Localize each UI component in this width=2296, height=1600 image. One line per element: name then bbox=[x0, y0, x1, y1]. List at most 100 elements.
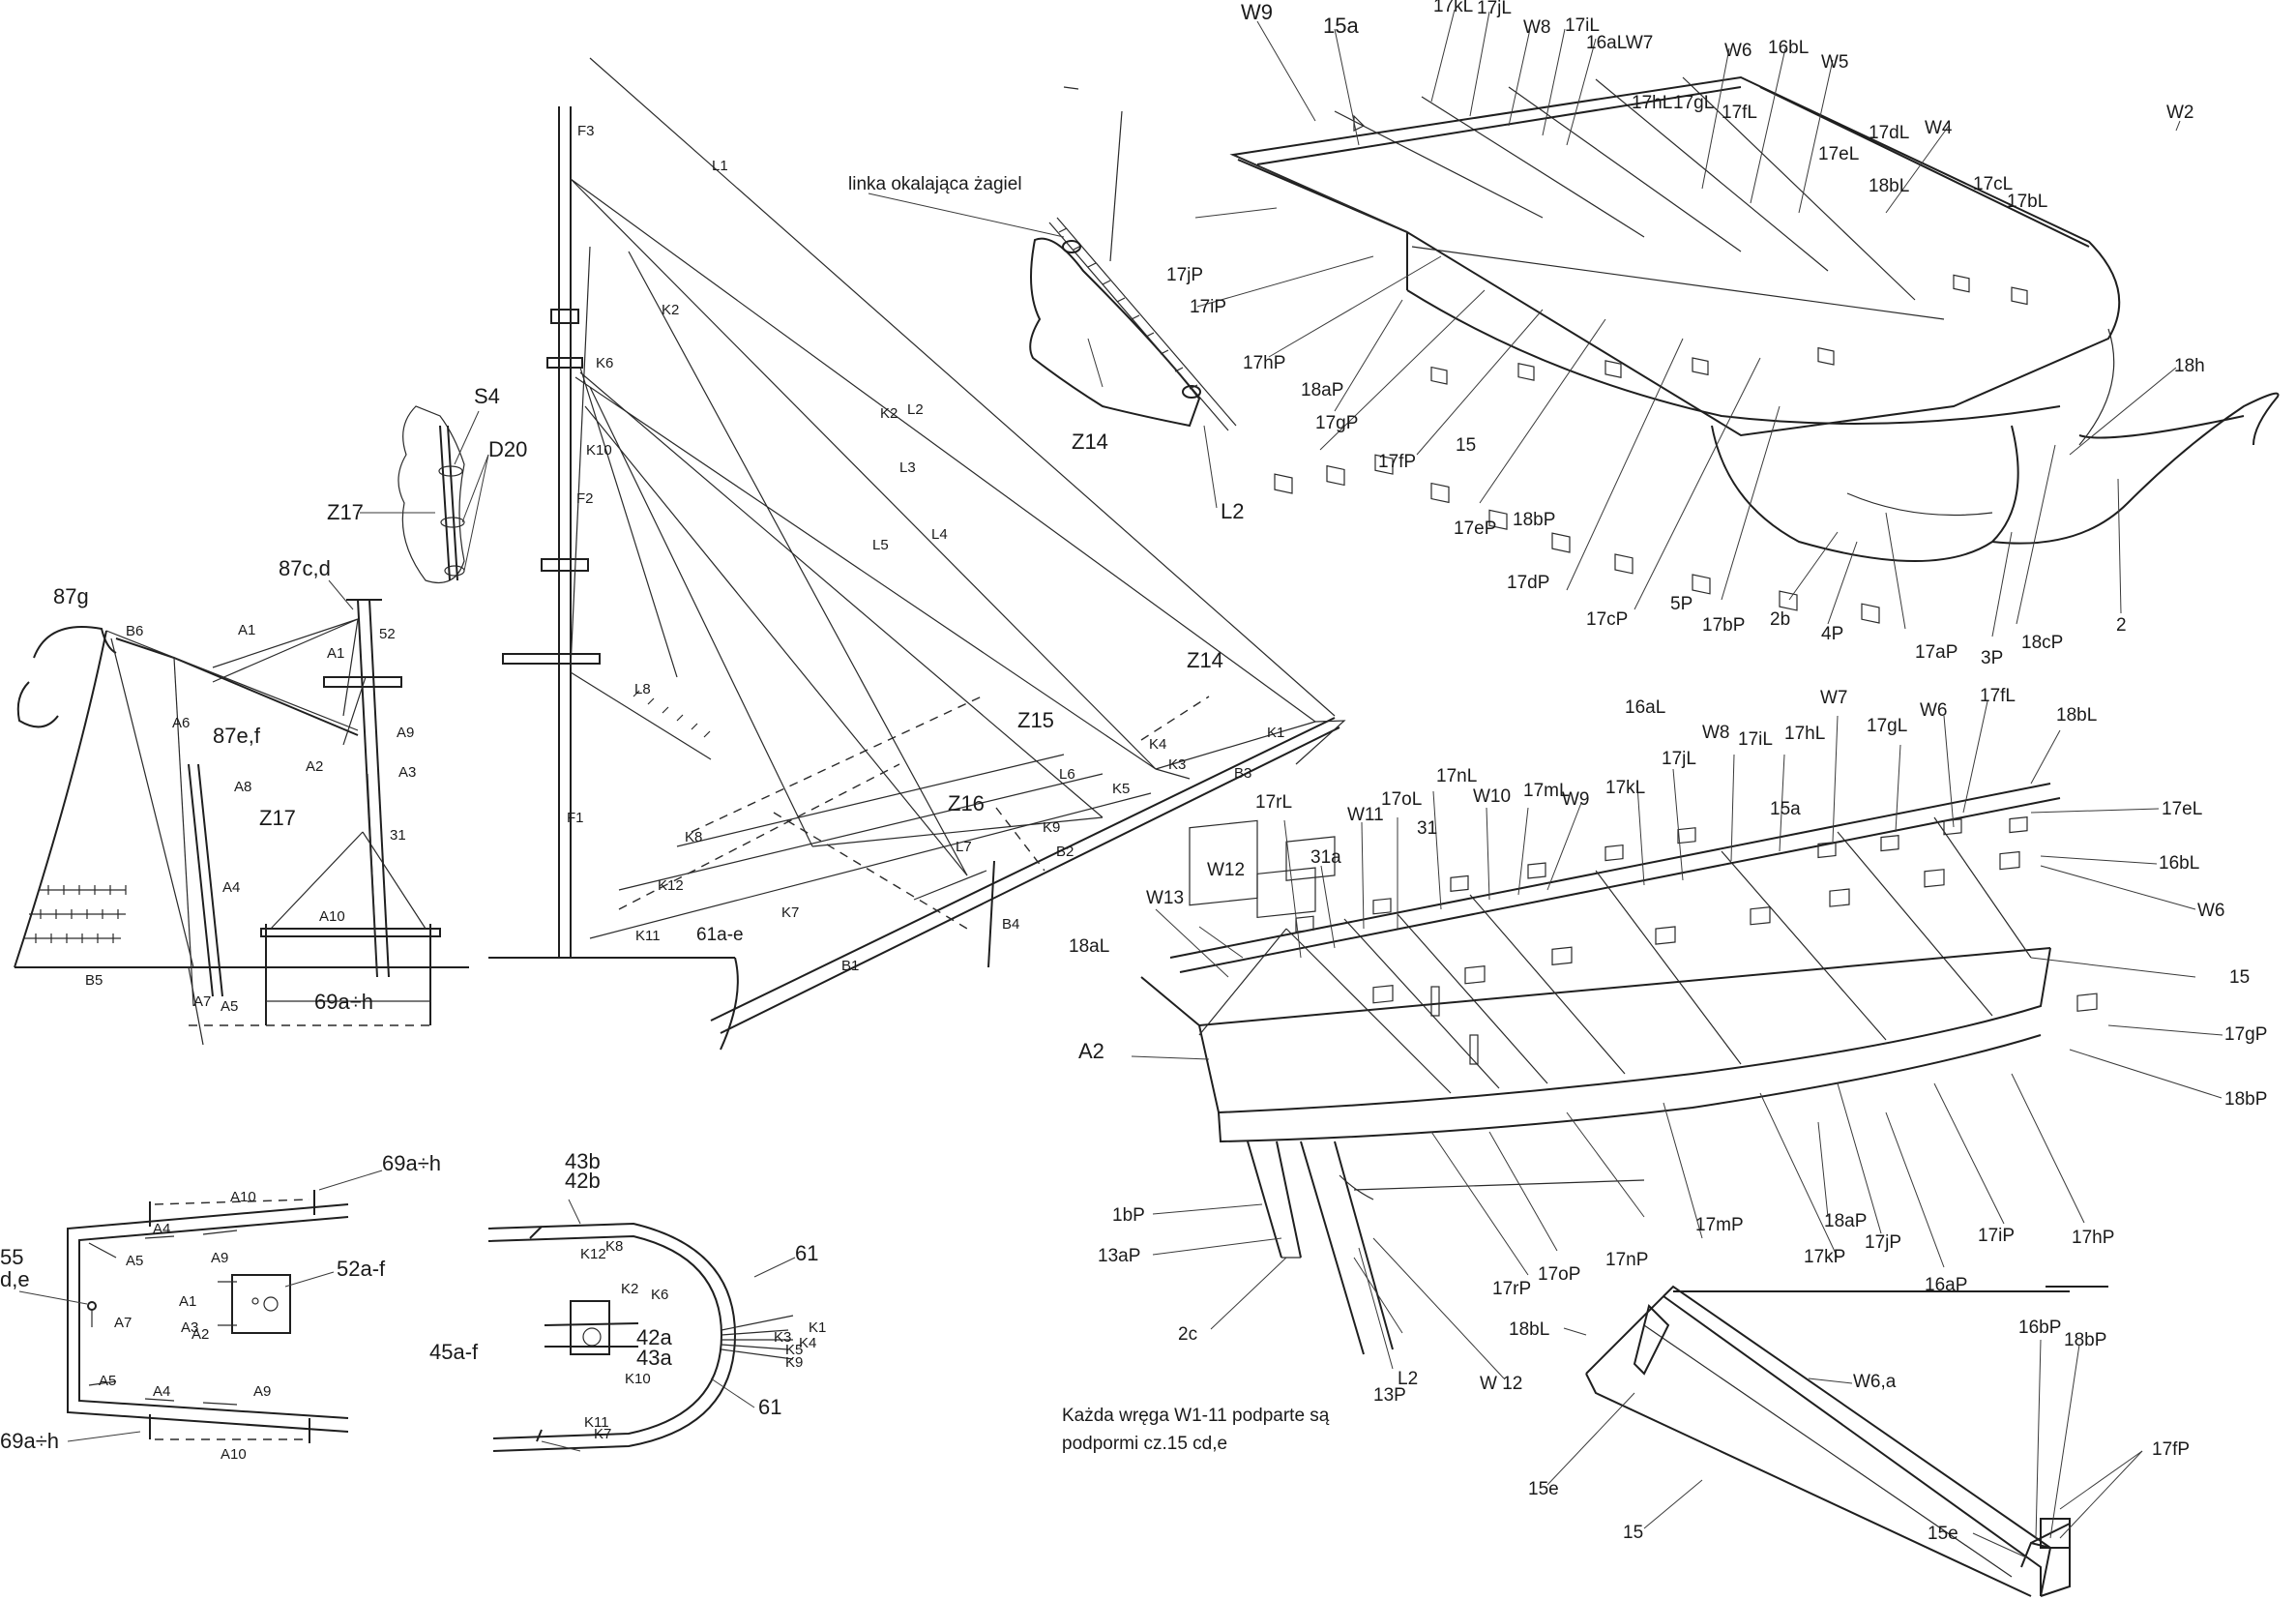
label-S4: S4 bbox=[474, 384, 500, 408]
note-line-2: podpormi cz.15 cd,e bbox=[1062, 1434, 1227, 1454]
label-17oP: 17oP bbox=[1538, 1264, 1580, 1285]
label-69ah: 69a÷h bbox=[314, 990, 373, 1014]
bow-hull-assembly bbox=[1194, 9, 2280, 637]
label-18bP-detail: 18bP bbox=[2064, 1330, 2106, 1350]
label-17iP: 17iP bbox=[1978, 1226, 2015, 1246]
label-K6-plan: K6 bbox=[651, 1287, 668, 1303]
label-L4: L4 bbox=[931, 526, 948, 543]
foremast-rig-labels: F3 F2 F1 L1 L2 L3 L4 L5 L6 L7 L8 K2 K2 K… bbox=[567, 123, 1284, 974]
label-17kL: 17kL bbox=[1605, 778, 1645, 798]
label-A10: A10 bbox=[319, 908, 345, 925]
label-A1: A1 bbox=[238, 622, 255, 638]
label-31a: 31a bbox=[1310, 847, 1341, 868]
label-2c: 2c bbox=[1178, 1324, 1197, 1345]
label-A2: A2 bbox=[306, 758, 323, 775]
label-K5: K5 bbox=[1112, 781, 1130, 797]
label-W2-top: W2 bbox=[2166, 103, 2194, 123]
frame-support-detail-labels: 18bL W6,a 16bP 18bP 17fP 15e 15 15e bbox=[1509, 1318, 2190, 1544]
label-K6: K6 bbox=[596, 355, 613, 371]
label-17nL: 17nL bbox=[1436, 766, 1477, 786]
label-17fP-top: 17fP bbox=[1378, 452, 1416, 472]
label-17fP-detail: 17fP bbox=[2152, 1439, 2190, 1460]
label-2b-top: 2b bbox=[1770, 609, 1790, 630]
label-17iL-top: 17iL bbox=[1565, 15, 1600, 36]
note-line-1: Każda wręga W1-11 podparte są bbox=[1062, 1406, 1330, 1426]
label-L5: L5 bbox=[872, 537, 889, 553]
label-W7: W7 bbox=[1820, 688, 1848, 708]
stern-rig-labels: S4 D20 Z17 87c,d 87g 87e,f Z17 B5 B6 A1 … bbox=[53, 384, 527, 1015]
stern-hull-assembly bbox=[1131, 700, 2223, 1379]
label-17cL-top: 17cL bbox=[1973, 174, 2013, 194]
label-A4: A4 bbox=[222, 879, 240, 896]
foremast-rigging-view bbox=[488, 57, 1346, 1051]
label-17rP: 17rP bbox=[1492, 1279, 1531, 1299]
label-W8-top: W8 bbox=[1523, 17, 1551, 38]
frame-support-detail bbox=[1546, 1285, 2143, 1597]
label-W12b: W 12 bbox=[1480, 1374, 1522, 1394]
label-K1: K1 bbox=[1267, 725, 1284, 741]
label-W9-top: W9 bbox=[1241, 0, 1273, 24]
label-A1-plan: A1 bbox=[179, 1293, 196, 1310]
label-W11: W11 bbox=[1347, 805, 1384, 825]
label-17gL: 17gL bbox=[1867, 716, 1907, 736]
label-17jL: 17jL bbox=[1662, 749, 1696, 769]
label-45a-f: 45a-f bbox=[429, 1340, 479, 1364]
label-18bL: 18bL bbox=[2056, 705, 2097, 726]
label-17eL: 17eL bbox=[2162, 799, 2202, 819]
label-W6-right: W6 bbox=[2197, 901, 2225, 921]
sail-annotation-text: linka okalająca żagiel bbox=[848, 174, 1022, 194]
label-A7: A7 bbox=[193, 993, 211, 1010]
label-K3: K3 bbox=[1168, 756, 1186, 773]
label-K2: K2 bbox=[662, 302, 679, 318]
label-Z15: Z15 bbox=[1017, 708, 1054, 732]
label-K8: K8 bbox=[685, 829, 702, 845]
label-K5-plan: K5 bbox=[785, 1342, 803, 1358]
label-17bP-top: 17bP bbox=[1702, 615, 1745, 636]
label-L2-detail: L2 bbox=[1221, 499, 1244, 523]
label-17iL: 17iL bbox=[1738, 729, 1773, 750]
label-18aP: 18aP bbox=[1824, 1211, 1867, 1231]
label-A4-plan-bot: A4 bbox=[153, 1383, 170, 1400]
label-18aL: 18aL bbox=[1069, 936, 1109, 957]
label-15a-top: 15a bbox=[1323, 14, 1359, 38]
label-B2: B2 bbox=[1056, 844, 1074, 860]
label-15a: 15a bbox=[1770, 799, 1801, 819]
label-D20: D20 bbox=[488, 437, 527, 461]
label-A3-plan: A3 bbox=[181, 1319, 198, 1336]
label-17hL: 17hL bbox=[1784, 724, 1825, 744]
label-17hL-top: 17hL bbox=[1632, 93, 1672, 113]
stern-deck-plan bbox=[18, 1170, 383, 1443]
stern-deck-plan-labels: 69a÷h 55 d,e 52a-f A1 A2 A3 A4 A4 A5 A5 … bbox=[0, 1151, 441, 1463]
label-16bL-top: 16bL bbox=[1768, 38, 1809, 58]
label-16aL: 16aL bbox=[1625, 697, 1665, 718]
label-17eL-top: 17eL bbox=[1818, 144, 1859, 164]
label-F2: F2 bbox=[576, 490, 594, 507]
label-K4-plan: K4 bbox=[799, 1335, 816, 1351]
label-17kL-top: 17kL bbox=[1433, 0, 1473, 16]
label-43a: 43a bbox=[636, 1346, 672, 1370]
label-17mL: 17mL bbox=[1523, 781, 1570, 801]
label-K11: K11 bbox=[635, 928, 661, 944]
label-L2: L2 bbox=[907, 401, 924, 418]
label-4P-top: 4P bbox=[1821, 624, 1843, 644]
label-F1: F1 bbox=[567, 810, 584, 826]
label-87ef: 87e,f bbox=[213, 724, 261, 748]
stern-hull-labels: 16aL W7 17fL 18bL W8 17iL 17hL 17gL W6 1… bbox=[1069, 686, 2267, 1406]
label-18bL-detail: 18bL bbox=[1509, 1319, 1549, 1340]
label-A5: A5 bbox=[221, 998, 238, 1015]
label-L7: L7 bbox=[956, 839, 972, 855]
label-K11-plan: K11 bbox=[584, 1414, 609, 1431]
label-61-bot: 61 bbox=[758, 1395, 781, 1419]
label-17oL: 17oL bbox=[1381, 789, 1422, 810]
label-K12-plan: K12 bbox=[580, 1246, 606, 1262]
label-87cd: 87c,d bbox=[279, 556, 331, 580]
label-69ah-plan-bot: 69a÷h bbox=[0, 1429, 59, 1453]
label-69ah-plan-top: 69a÷h bbox=[382, 1151, 441, 1175]
bow-hull-labels: W9 15a 17kL 17jL W8 17iL 16aLW7 W6 16bL … bbox=[1166, 0, 2205, 668]
label-K2-plan: K2 bbox=[621, 1281, 638, 1297]
label-W10: W10 bbox=[1473, 786, 1511, 807]
label-18cP-top: 18cP bbox=[2021, 633, 2063, 653]
bow-deck-plan bbox=[487, 1199, 796, 1452]
label-K7-plan: K7 bbox=[594, 1426, 611, 1442]
label-52a-f: 52a-f bbox=[337, 1257, 386, 1281]
